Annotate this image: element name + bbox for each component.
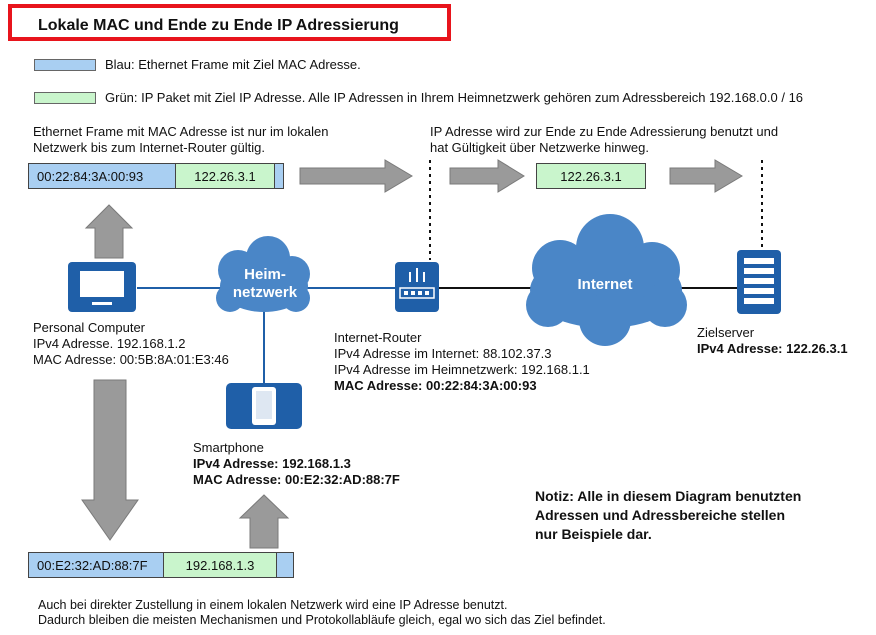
ethernet-frame-top: 00:22:84:3A:00:93 122.26.3.1 <box>28 163 284 189</box>
phone-name: Smartphone <box>193 440 264 455</box>
arrow-icon <box>81 379 139 541</box>
ip-packet-middle: 122.26.3.1 <box>536 163 646 189</box>
router-name: Internet-Router <box>334 330 422 345</box>
phone-mac: MAC Adresse: 00:E2:32:AD:88:7F <box>193 472 400 487</box>
arrow-icon <box>238 494 290 549</box>
arrow-icon <box>299 159 413 193</box>
page-title: Lokale MAC und Ende zu Ende IP Adressier… <box>8 4 451 41</box>
home-network-label-line2: netzwerk <box>232 284 298 301</box>
frame-top-tail <box>275 164 283 188</box>
pc-mac: MAC Adresse: 00:5B:8A:01:E3:46 <box>33 352 229 367</box>
frame-bottom-mac: 00:E2:32:AD:88:7F <box>29 553 163 577</box>
legend-blue-swatch <box>34 59 96 71</box>
frame-bottom-ip: 192.168.1.3 <box>163 553 277 577</box>
footer-line2: Dadurch bleiben die meisten Mechanismen … <box>38 613 606 627</box>
frame-top-ip: 122.26.3.1 <box>175 164 275 188</box>
router-ipv4-home: IPv4 Adresse im Heimnetzwerk: 192.168.1.… <box>334 362 590 377</box>
internet-cloud-label: Internet <box>577 276 633 293</box>
page-title-text: Lokale MAC und Ende zu Ende IP Adressier… <box>38 17 399 34</box>
note-right-line2: hat Gültigkeit über Netzwerke hinweg. <box>430 140 649 155</box>
legend-green-label: Grün: IP Paket mit Ziel IP Adresse. Alle… <box>105 90 804 105</box>
router-ipv4-internet: IPv4 Adresse im Internet: 88.102.37.3 <box>334 346 552 361</box>
frame-top-mac: 00:22:84:3A:00:93 <box>29 164 175 188</box>
router-icon <box>395 262 439 312</box>
monitor-icon <box>68 262 136 312</box>
server-icon <box>737 250 781 314</box>
pc-name: Personal Computer <box>33 320 145 335</box>
notice-line1: Notiz: Alle in diesem Diagram benutzten <box>535 488 802 504</box>
smartphone-icon <box>226 383 302 429</box>
footer-line1: Auch bei direkter Zustellung in einem lo… <box>38 598 508 612</box>
frame-bottom-tail <box>277 553 293 577</box>
note-left-line2: Netzwerk bis zum Internet-Router gültig. <box>33 140 265 155</box>
legend-green-swatch <box>34 92 96 104</box>
ethernet-frame-bottom: 00:E2:32:AD:88:7F 192.168.1.3 <box>28 552 294 578</box>
pc-ipv4: IPv4 Adresse. 192.168.1.2 <box>33 336 186 351</box>
home-network-label-line1: Heim- <box>244 266 286 283</box>
note-right-line1: IP Adresse wird zur Ende zu Ende Adressi… <box>430 124 779 139</box>
phone-ipv4: IPv4 Adresse: 192.168.1.3 <box>193 456 351 471</box>
legend-blue-label: Blau: Ethernet Frame mit Ziel MAC Adress… <box>105 57 361 72</box>
server-name: Zielserver <box>697 325 755 340</box>
notice: Notiz: Alle in diesem Diagram benutzten … <box>535 487 801 544</box>
notice-line3: nur Beispiele dar. <box>535 526 652 542</box>
home-network-cloud-label: Heim- netzwerk <box>226 266 304 302</box>
server-ipv4: IPv4 Adresse: 122.26.3.1 <box>697 341 848 356</box>
arrow-icon <box>669 159 743 193</box>
arrow-icon <box>84 204 134 259</box>
cloud-icon <box>526 214 687 346</box>
router-mac: MAC Adresse: 00:22:84:3A:00:93 <box>334 378 537 393</box>
cloud-icon <box>216 236 310 312</box>
arrow-icon <box>449 159 525 193</box>
note-left-line1: Ethernet Frame mit MAC Adresse ist nur i… <box>33 124 329 139</box>
notice-line2: Adressen und Adressbereiche stellen <box>535 507 786 523</box>
